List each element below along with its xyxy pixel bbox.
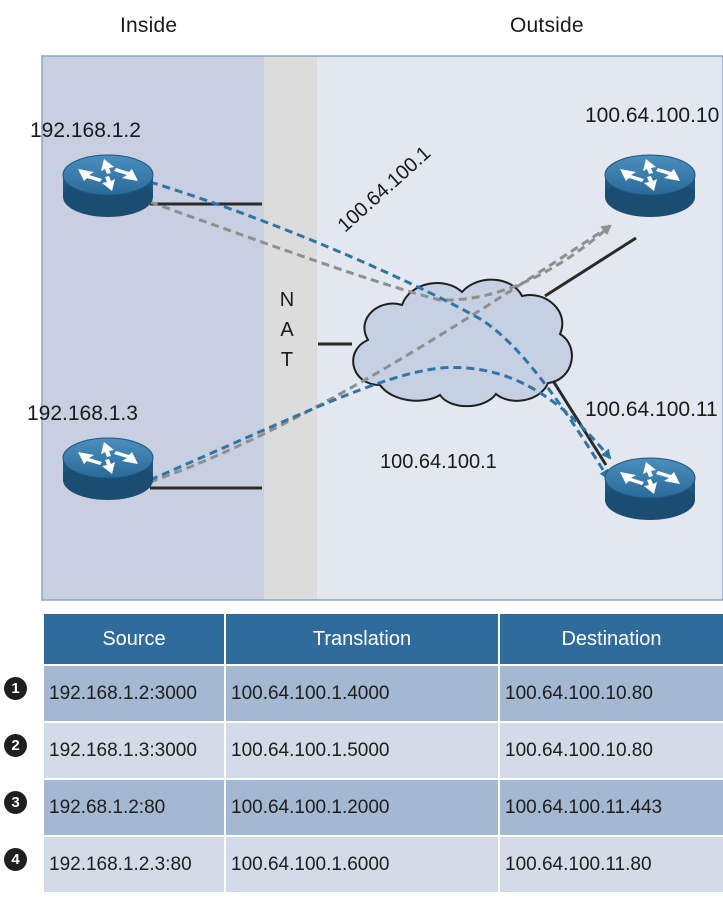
header-source: Source <box>44 614 226 665</box>
table-header-row: Source Translation Destination <box>44 614 723 665</box>
flow-2-gray <box>149 224 612 484</box>
router-outside-top <box>604 154 696 218</box>
router-inside-bottom <box>62 437 154 501</box>
table-row: 192.168.1.2:3000 100.64.100.1.4000 100.6… <box>44 664 723 722</box>
inside-zone-label: Inside <box>120 14 178 37</box>
outside-zone-label: Outside <box>510 14 584 37</box>
router-inside-bottom-label: 192.168.1.3 <box>27 402 138 425</box>
cell-source: 192.168.1.2:3000 <box>44 664 226 722</box>
nat-address-cloud: 100.64.100.1 <box>380 451 497 473</box>
router-inside-top-label: 192.168.1.2 <box>30 119 141 142</box>
flow-4-blue <box>149 366 612 482</box>
router-outside-top-label: 100.64.100.10 <box>585 104 719 127</box>
nat-band <box>264 56 317 600</box>
row-number-badge: 1 <box>4 677 27 700</box>
inside-zone <box>42 56 264 600</box>
cell-source: 192.168.1.2.3:80 <box>44 835 226 892</box>
table-row: 192.68.1.2:80 100.64.100.1.2000 100.64.1… <box>44 778 723 836</box>
row-number-badge: 2 <box>4 734 27 757</box>
cell-destination: 100.64.100.11.80 <box>499 835 723 892</box>
row-number-badge: 3 <box>4 791 27 814</box>
cell-translation: 100.64.100.1.5000 <box>225 721 500 779</box>
nat-label-a: A <box>280 319 294 341</box>
table-row: 192.168.1.2.3:80 100.64.100.1.6000 100.6… <box>44 835 723 892</box>
flow-3-blue <box>149 180 610 480</box>
router-outside-bottom <box>604 457 696 521</box>
nat-translation-table: Source Translation Destination 192.168.1… <box>44 614 723 892</box>
cell-destination: 100.64.100.11.443 <box>499 778 723 836</box>
nat-label-t: T <box>281 349 293 371</box>
diagram-border <box>41 55 723 601</box>
router-outside-bottom-label: 100.64.100.11 <box>585 398 718 421</box>
link-cloud-router-11 <box>543 367 608 466</box>
header-translation: Translation <box>225 614 500 665</box>
table-row: 192.168.1.3:3000 100.64.100.1.5000 100.6… <box>44 721 723 779</box>
nat-label-n: N <box>280 289 294 311</box>
router-inside-top <box>62 154 154 218</box>
header-destination: Destination <box>499 614 723 665</box>
cell-destination: 100.64.100.10.80 <box>499 664 723 722</box>
link-cloud-router-10 <box>544 236 637 298</box>
cell-translation: 100.64.100.1.6000 <box>225 835 500 892</box>
nat-topology-diagram: N A T 192.168.1.2 192.168.1.3 100.64.100… <box>27 55 723 601</box>
cell-destination: 100.64.100.10.80 <box>499 721 723 779</box>
cell-translation: 100.64.100.1.4000 <box>225 664 500 722</box>
cell-source: 192.68.1.2:80 <box>44 778 226 836</box>
cell-source: 192.168.1.3:3000 <box>44 721 226 779</box>
row-number-badge: 4 <box>4 848 27 871</box>
cell-translation: 100.64.100.1.2000 <box>225 778 500 836</box>
